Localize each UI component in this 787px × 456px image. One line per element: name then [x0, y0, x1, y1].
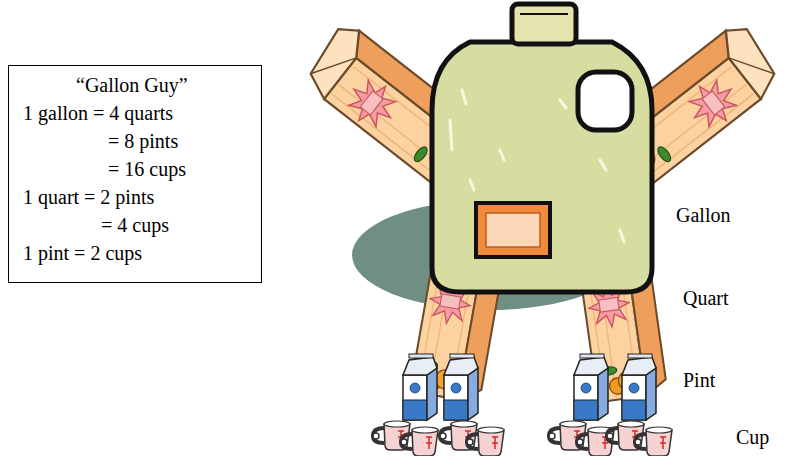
- pint-carton: [403, 354, 437, 420]
- pint-carton: [444, 354, 478, 420]
- conversion-line: 1 quart = 2 pints: [23, 185, 154, 209]
- pint-carton: [574, 354, 608, 420]
- conversion-line: 1 gallon = 4 quarts: [23, 101, 173, 125]
- conversion-line: = 4 cups: [101, 213, 169, 237]
- measuring-cup: [401, 427, 438, 456]
- part-label: Cup: [736, 425, 769, 449]
- pint-carton: [622, 354, 656, 420]
- conversion-box: “Gallon Guy” 1 gallon = 4 quarts = 8 pints…: [8, 65, 262, 283]
- part-label: Pint: [683, 368, 715, 392]
- measuring-cup: [467, 427, 504, 456]
- part-label: Quart: [683, 286, 729, 310]
- conversion-line: = 8 pints: [108, 129, 178, 153]
- box-heading: “Gallon Guy”: [76, 73, 188, 97]
- conversion-line: 1 pint = 2 cups: [23, 241, 142, 265]
- conversion-line: = 16 cups: [108, 157, 186, 181]
- gallon-jug: [432, 4, 652, 292]
- measuring-cup: [635, 427, 672, 456]
- part-label: Gallon: [676, 203, 730, 227]
